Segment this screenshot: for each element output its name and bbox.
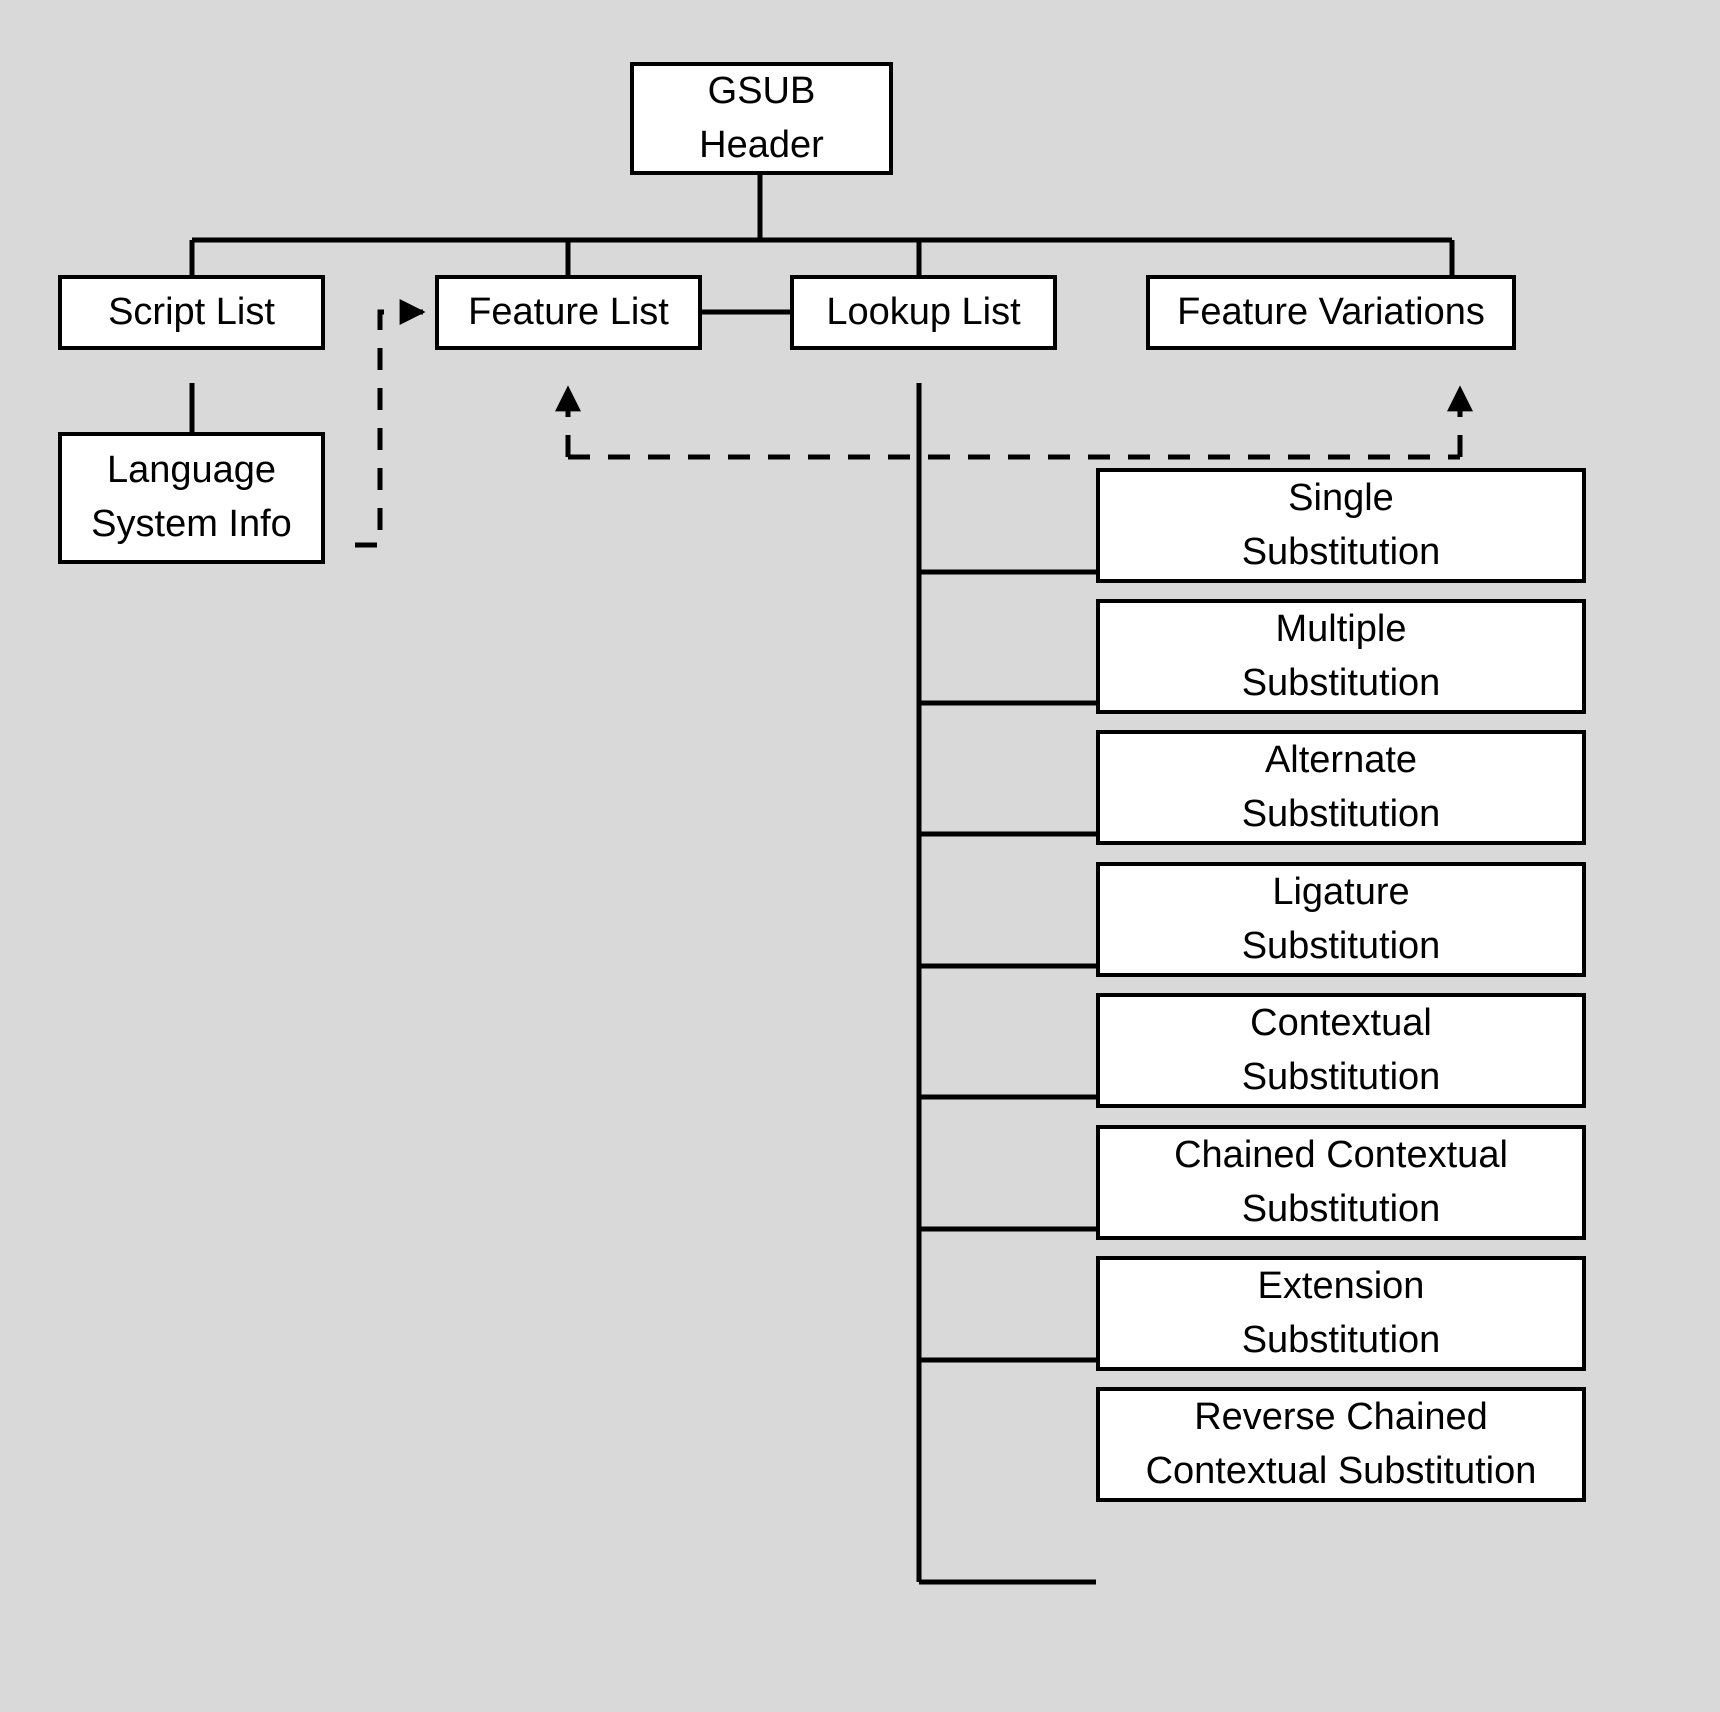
lookup-type-box[interactable]: Extension Substitution bbox=[1096, 1256, 1586, 1371]
node-language-system-info-line2: System Info bbox=[91, 503, 292, 545]
lookup-type-line2: Substitution bbox=[1241, 924, 1441, 967]
lookup-type-box[interactable]: Alternate Substitution bbox=[1096, 730, 1586, 845]
node-gsub-header-line1: GSUB bbox=[707, 69, 816, 112]
lookup-type-line2: Substitution bbox=[1241, 792, 1441, 835]
lookup-type-line1: Multiple bbox=[1275, 607, 1407, 650]
lookup-type-line2: Substitution bbox=[1241, 530, 1441, 573]
lookup-type-line1: Alternate bbox=[1264, 738, 1418, 781]
node-feature-variations[interactable]: Feature Variations bbox=[1146, 275, 1516, 350]
node-lookup-list[interactable]: Lookup List bbox=[790, 275, 1057, 350]
wire-language-system-info-to-feature-list bbox=[355, 299, 426, 548]
node-lookup-list-label: Lookup List bbox=[826, 290, 1021, 333]
lookup-type-line1: Single bbox=[1288, 476, 1394, 519]
lookup-type-line1: Contextual bbox=[1250, 1001, 1432, 1044]
lookup-type-box[interactable]: Single Substitution bbox=[1096, 468, 1586, 583]
node-language-system-info[interactable]: Language System Info bbox=[58, 432, 325, 564]
node-feature-variations-label: Feature Variations bbox=[1177, 290, 1485, 333]
lookup-type-line2: Contextual Substitution bbox=[1145, 1449, 1537, 1492]
node-gsub-header[interactable]: GSUB Header bbox=[630, 62, 893, 175]
node-script-list[interactable]: Script List bbox=[58, 275, 325, 350]
lookup-type-line1: Extension bbox=[1257, 1264, 1425, 1307]
lookup-type-line2: Substitution bbox=[1241, 661, 1441, 704]
lookup-type-line2: Substitution bbox=[1241, 1318, 1441, 1361]
lookup-type-line1: Chained Contextual bbox=[1174, 1133, 1508, 1176]
lookup-type-box[interactable]: Chained Contextual Substitution bbox=[1096, 1125, 1586, 1240]
lookup-type-line2: Substitution bbox=[1241, 1055, 1441, 1098]
lookup-type-line2: Substitution bbox=[1241, 1187, 1441, 1230]
lookup-type-box[interactable]: Ligature Substitution bbox=[1096, 862, 1586, 977]
node-gsub-header-line2: Header bbox=[699, 123, 824, 166]
lookup-type-line1: Reverse Chained bbox=[1194, 1395, 1488, 1438]
node-feature-list-label: Feature List bbox=[468, 290, 669, 333]
lookup-type-line1: Ligature bbox=[1272, 870, 1410, 913]
node-feature-list[interactable]: Feature List bbox=[435, 275, 702, 350]
lookup-type-box[interactable]: Multiple Substitution bbox=[1096, 599, 1586, 714]
node-language-system-info-line1: Language bbox=[106, 449, 277, 492]
lookup-type-box[interactable]: Reverse Chained Contextual Substitution bbox=[1096, 1387, 1586, 1502]
lookup-type-box[interactable]: Contextual Substitution bbox=[1096, 993, 1586, 1108]
node-script-list-label: Script List bbox=[108, 290, 275, 333]
